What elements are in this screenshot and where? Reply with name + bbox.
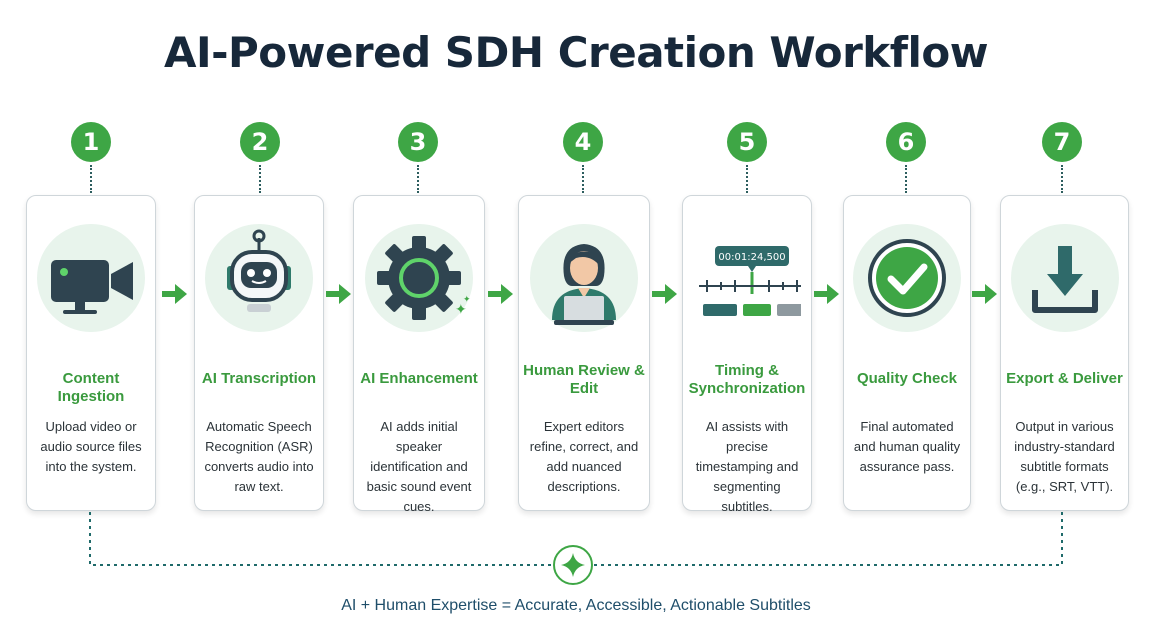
- editor-person-icon: [530, 224, 638, 332]
- svg-text:✦: ✦: [463, 295, 471, 305]
- video-camera-icon: [37, 224, 145, 332]
- timeline-icon: 00:01:24,500: [693, 224, 801, 332]
- robot-icon: [205, 224, 313, 332]
- step-card-timing: 00:01:24,500 Timing & Synchronization AI…: [682, 195, 812, 514]
- step-title: AI Enhancement: [360, 370, 478, 387]
- step-2-badge: 2: [240, 122, 280, 162]
- arrow-right-icon: [488, 284, 513, 304]
- badge-connector: [746, 165, 748, 193]
- arrow-right-icon: [652, 284, 677, 304]
- arrow-right-icon: [972, 284, 997, 304]
- step-description: Output in various industry-standard subt…: [1014, 419, 1115, 494]
- page-title: AI-Powered SDH Creation Workflow: [163, 28, 989, 77]
- step-card-human-review: Human Review & Edit Expert editors refin…: [518, 195, 650, 511]
- arrow-right-icon: [162, 284, 187, 304]
- step-3-badge: 3: [398, 122, 438, 162]
- step-1-badge: 1: [71, 122, 111, 162]
- step-title: Human Review & Edit: [523, 362, 645, 397]
- svg-text:✦: ✦: [455, 302, 467, 318]
- footer-tagline: AI + Human Expertise = Accurate, Accessi…: [341, 597, 811, 614]
- step-description: Expert editors refine, correct, and add …: [529, 419, 639, 494]
- step-6-badge: 6: [886, 122, 926, 162]
- step-7-badge: 7: [1042, 122, 1082, 162]
- checkmark-icon: [853, 224, 961, 332]
- step-card-ai-transcription: AI Transcription Automatic Speech Recogn…: [194, 195, 324, 511]
- gear-icon: ✦ ✦: [365, 224, 473, 332]
- step-title: Quality Check: [856, 370, 958, 387]
- step-4-badge: 4: [563, 122, 603, 162]
- step-description: AI adds initial speaker identification a…: [366, 419, 472, 514]
- arrow-right-icon: [814, 284, 839, 304]
- badge-connector: [905, 165, 907, 193]
- step-description: Upload video or audio source files into …: [40, 419, 142, 474]
- sparkle-icon: [561, 553, 585, 577]
- step-description: Automatic Speech Recognition (ASR) conve…: [204, 419, 314, 494]
- step-card-quality-check: Quality Check Final automated and human …: [843, 195, 971, 511]
- timecode-label: 00:01:24,500: [718, 252, 785, 263]
- step-description: AI assists with precise timestamping and…: [695, 419, 799, 514]
- badge-connector: [259, 165, 261, 193]
- badge-connector: [582, 165, 584, 193]
- step-title: AI Transcription: [201, 370, 317, 387]
- step-5-badge: 5: [727, 122, 767, 162]
- step-title: Export & Deliver: [1006, 370, 1123, 387]
- badge-connector: [90, 165, 92, 193]
- download-icon: [1010, 224, 1119, 332]
- badge-connector: [417, 165, 419, 193]
- arrow-right-icon: [326, 284, 351, 304]
- badge-connector: [1061, 165, 1063, 193]
- step-description: Final automated and human quality assura…: [853, 419, 961, 474]
- step-card-ai-enhancement: ✦ ✦ AI Enhancement AI adds initial speak…: [353, 195, 485, 514]
- step-card-export: Export & Deliver Output in various indus…: [1000, 195, 1129, 511]
- step-card-content-ingestion: Content Ingestion Upload video or audio …: [26, 195, 156, 511]
- step-title: Timing & Synchronization: [688, 362, 806, 397]
- step-title: Content Ingestion: [57, 370, 125, 405]
